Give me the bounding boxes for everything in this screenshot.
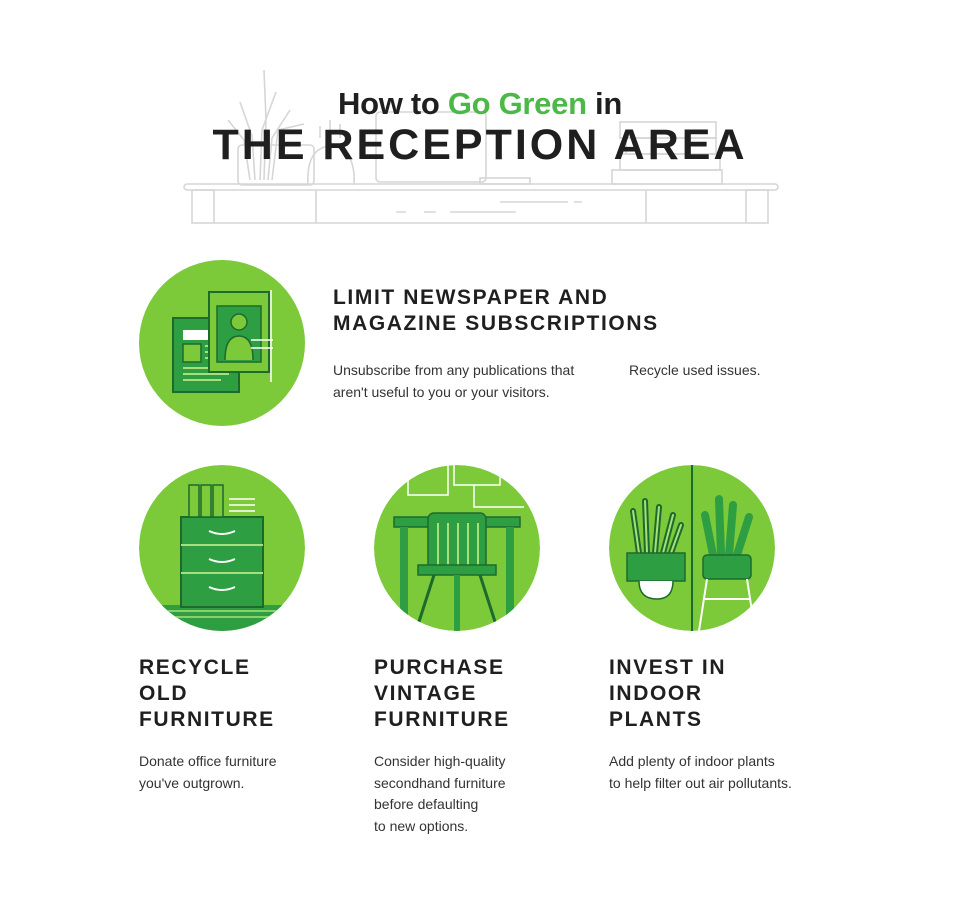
indoor-plants-icon bbox=[609, 465, 775, 631]
tip-heading-indoor-plants: INVEST IN INDOOR PLANTS bbox=[609, 656, 727, 731]
newspaper-magazine-icon bbox=[139, 260, 305, 426]
tip-body-indoor-plants: Add plenty of indoor plants to help filt… bbox=[609, 753, 792, 791]
tip-body-newspaper: Unsubscribe from any publications that a… bbox=[333, 362, 575, 400]
tip-heading-recycle-furniture: RECYCLE OLD FURNITURE bbox=[139, 656, 275, 731]
tip-heading-newspaper: LIMIT NEWSPAPER AND MAGAZINE SUBSCRIPTIO… bbox=[333, 286, 659, 335]
title-suffix: in bbox=[586, 86, 622, 121]
page-title-line1: How to Go Green in bbox=[0, 86, 960, 122]
title-prefix: How to bbox=[338, 86, 448, 121]
filing-cabinet-icon bbox=[139, 465, 305, 631]
vintage-chair-icon bbox=[374, 465, 540, 631]
title-highlight: Go Green bbox=[447, 86, 587, 121]
page-title-main: THE RECEPTION AREA bbox=[212, 121, 748, 169]
tip-body-recycle-furniture: Donate office furniture you've outgrown. bbox=[139, 753, 277, 791]
tip-body-newspaper-recycle: Recycle used issues. bbox=[629, 362, 761, 378]
tip-body-vintage-furniture: Consider high-quality secondhand furnitu… bbox=[374, 753, 506, 834]
reception-desk-illustration bbox=[183, 69, 779, 224]
tip-heading-vintage-furniture: PURCHASE VINTAGE FURNITURE bbox=[374, 656, 510, 731]
